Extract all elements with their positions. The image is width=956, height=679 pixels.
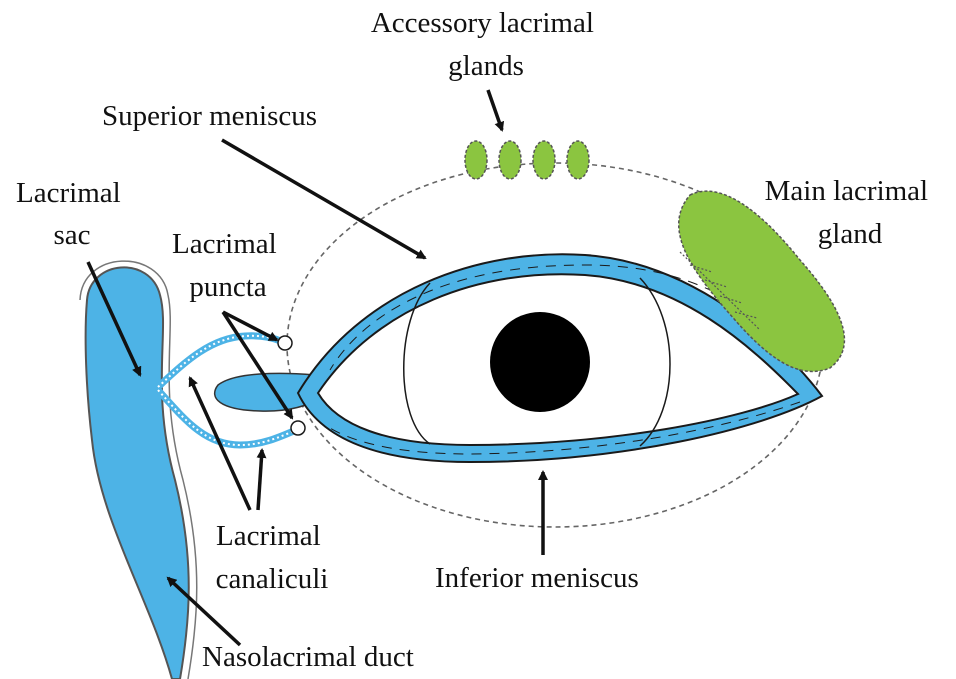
pupil xyxy=(490,312,590,412)
arrow-accessory-glands xyxy=(488,90,502,130)
label-lacrimal-sac: Lacrimal sac xyxy=(16,177,128,251)
lacrimal-sac-and-duct xyxy=(86,267,189,679)
label-accessory-glands-line1: Accessory lacrimal xyxy=(371,7,594,39)
superior-punctum xyxy=(278,336,292,350)
arrow-canaliculi-lower xyxy=(258,450,262,510)
label-lacrimal-sac-line1: Lacrimal xyxy=(16,177,121,209)
inferior-punctum xyxy=(291,421,305,435)
label-lacrimal-puncta: Lacrimal puncta xyxy=(172,228,284,303)
label-lacrimal-puncta-line1: Lacrimal xyxy=(172,228,277,260)
label-lacrimal-sac-line2: sac xyxy=(53,219,90,251)
accessory-lacrimal-glands-shapes xyxy=(465,141,589,179)
label-lacrimal-canaliculi-line1: Lacrimal xyxy=(216,520,321,552)
label-main-lacrimal-gland-line2: gland xyxy=(818,218,883,250)
label-lacrimal-canaliculi-line2: canaliculi xyxy=(216,563,329,595)
label-main-lacrimal-gland-line1: Main lacrimal xyxy=(765,175,928,207)
label-lacrimal-canaliculi: Lacrimal canaliculi xyxy=(216,520,329,595)
label-main-lacrimal-gland: Main lacrimal gland xyxy=(765,175,936,250)
label-superior-meniscus: Superior meniscus xyxy=(102,100,317,132)
label-inferior-meniscus: Inferior meniscus xyxy=(435,562,639,594)
label-lacrimal-puncta-line2: puncta xyxy=(189,271,266,303)
label-nasolacrimal-duct: Nasolacrimal duct xyxy=(202,641,414,673)
label-accessory-glands-line2: glands xyxy=(448,50,524,82)
label-accessory-glands: Accessory lacrimal glands xyxy=(371,7,601,82)
